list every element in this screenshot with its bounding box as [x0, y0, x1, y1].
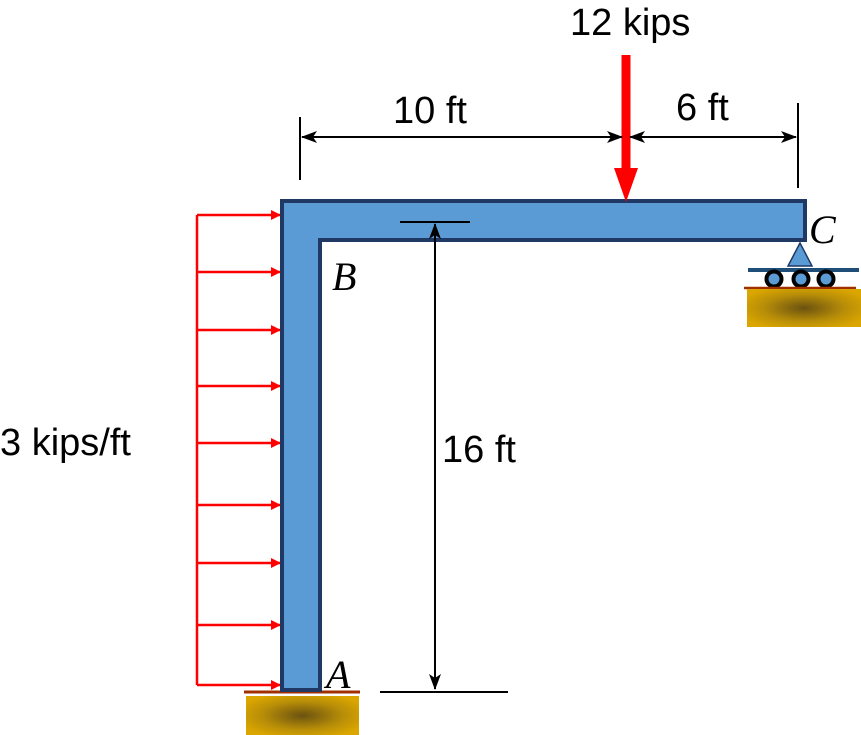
dimension-6ft: 6 ft: [676, 87, 729, 129]
dimension-10ft: 10 ft: [393, 90, 467, 132]
vertical-dimension: [380, 221, 508, 693]
dimension-16ft: 16 ft: [442, 429, 516, 471]
point-b-label: B: [332, 254, 356, 299]
frame-member: [280, 199, 807, 692]
horizontal-dimension: [299, 103, 799, 188]
roller-support: [744, 241, 861, 327]
fixed-support-ground: [246, 696, 359, 735]
point-c-label: C: [809, 207, 837, 252]
point-a-label: A: [323, 652, 351, 697]
distributed-load: [195, 210, 281, 690]
point-load-arrow: [614, 55, 638, 202]
distributed-load-label: 3 kips/ft: [0, 422, 131, 464]
point-load-label: 12 kips: [570, 2, 690, 44]
